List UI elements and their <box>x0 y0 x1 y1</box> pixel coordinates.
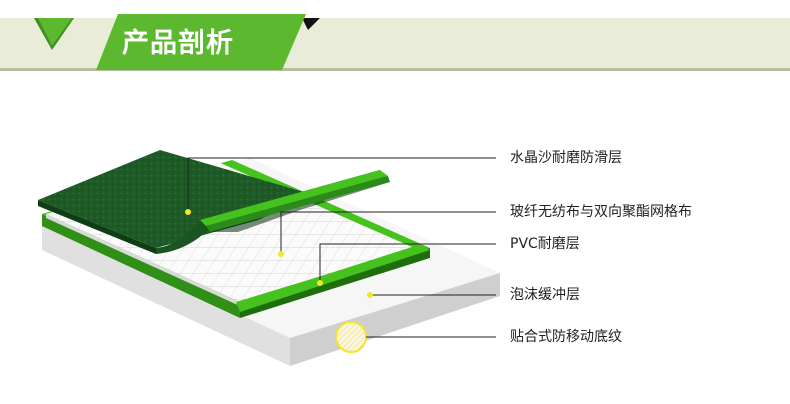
label-pvc-layer: PVC耐磨层 <box>510 236 580 252</box>
header-rule <box>0 68 790 71</box>
leader-lines <box>187 157 496 338</box>
pvc-edge <box>236 246 430 312</box>
crystal-sand-layer <box>38 150 390 254</box>
header-ribbon <box>34 18 320 50</box>
label-foam-layer: 泡沫缓冲层 <box>510 287 580 303</box>
layer-markers <box>185 209 373 298</box>
base-texture-circle <box>335 321 367 353</box>
label-crystal-sand-layer: 水晶沙耐磨防滑层 <box>510 150 622 166</box>
flap-shadow <box>210 182 390 232</box>
section-title: 产品剖析 <box>122 28 234 59</box>
label-base-texture: 贴合式防移动底纹 <box>510 329 622 345</box>
label-glass-fiber-layer: 玻纤无纺布与双向聚酯网格布 <box>510 204 692 220</box>
title-tab <box>96 14 306 70</box>
